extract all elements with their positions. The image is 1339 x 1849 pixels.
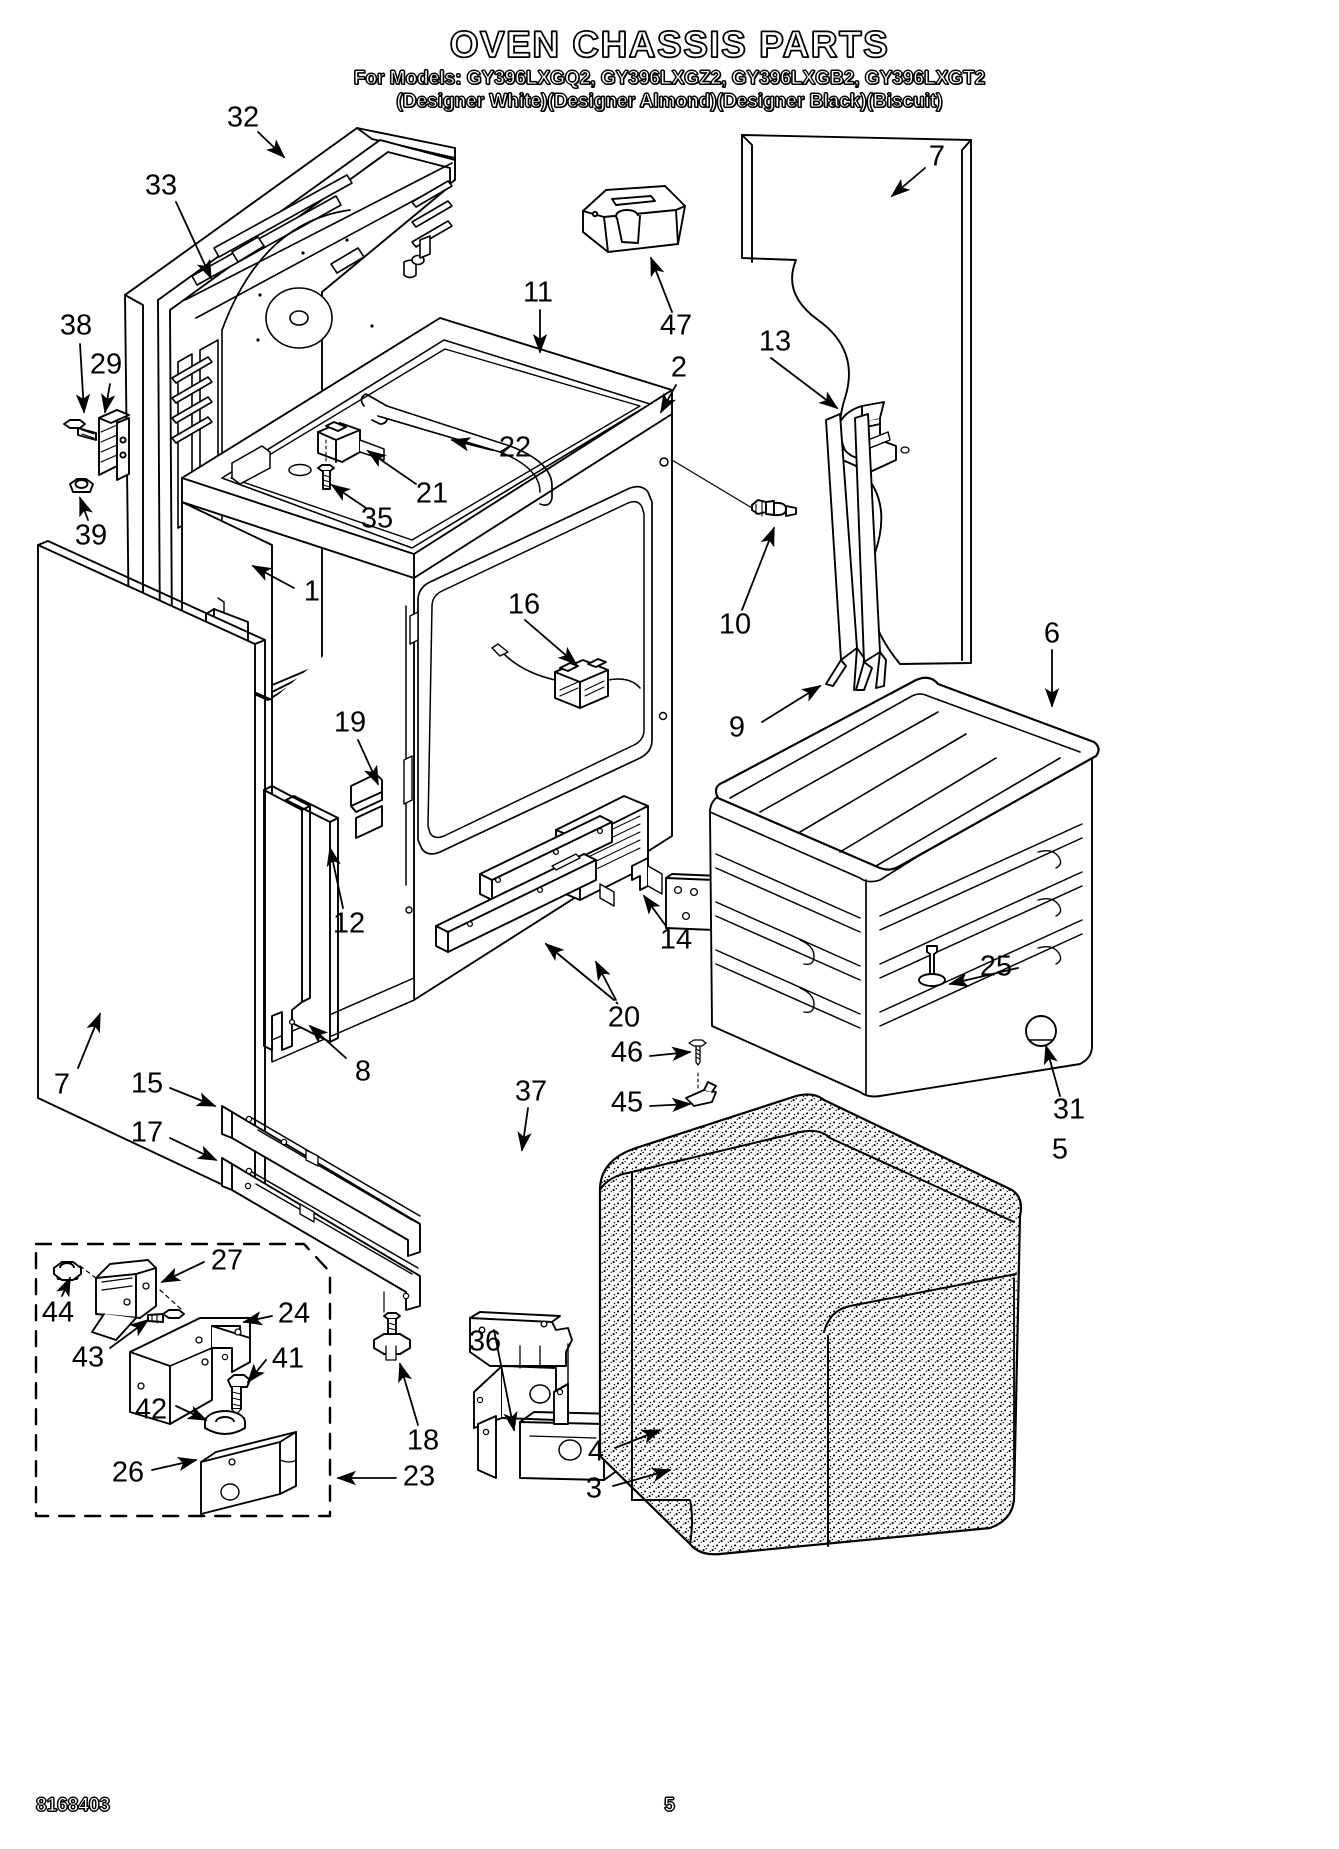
callout-13: 13 xyxy=(758,325,792,358)
callout-29: 29 xyxy=(89,348,123,381)
footer-page-number: 5 xyxy=(664,1795,676,1817)
callout-1: 1 xyxy=(303,575,321,608)
dashed-group-boundary-23 xyxy=(34,1242,332,1518)
part-knob-31 xyxy=(1025,1015,1057,1047)
callout-20: 20 xyxy=(607,1001,641,1034)
part-terminal-block-29 xyxy=(98,409,130,481)
callout-17: 17 xyxy=(130,1116,164,1149)
callout-4: 4 xyxy=(587,1435,605,1468)
callout-2: 2 xyxy=(670,351,688,384)
part-leveling-stud-25 xyxy=(918,945,946,987)
part-screw-41 xyxy=(227,1374,251,1416)
callout-19: 19 xyxy=(333,706,367,739)
callout-14: 14 xyxy=(659,923,693,956)
part-rack-rail-20-lower xyxy=(435,853,597,953)
page-title: OVEN CHASSIS PARTS xyxy=(449,24,890,65)
callout-32: 32 xyxy=(226,101,260,134)
callout-3: 3 xyxy=(585,1472,603,1505)
part-screw-35 xyxy=(317,439,335,490)
part-receptacle-16 xyxy=(491,643,641,709)
callout-42: 42 xyxy=(134,1393,168,1426)
callout-8: 8 xyxy=(354,1055,372,1088)
part-switch-27 xyxy=(79,1259,157,1341)
part-oven-rack-6 xyxy=(714,676,1100,871)
part-junction-box-36 xyxy=(477,1383,619,1481)
part-mounting-plate xyxy=(665,873,721,931)
callout-45: 45 xyxy=(610,1086,644,1119)
callout-35: 35 xyxy=(360,502,394,535)
callout-26: 26 xyxy=(111,1456,145,1489)
part-leveling-leg-18 xyxy=(373,1291,411,1361)
part-screw-46 xyxy=(688,1039,707,1066)
callout-9: 9 xyxy=(728,711,746,744)
callout-15: 15 xyxy=(130,1067,164,1100)
part-nut-44 xyxy=(53,1261,82,1281)
callout-33: 33 xyxy=(144,169,178,202)
callout-39: 39 xyxy=(74,519,108,552)
callout-37: 37 xyxy=(514,1075,548,1108)
callout-47: 47 xyxy=(659,309,693,342)
callout-27: 27 xyxy=(210,1244,244,1277)
callout-43: 43 xyxy=(71,1341,105,1374)
callout-21: 21 xyxy=(415,477,449,510)
part-rear-panel-8 xyxy=(263,785,311,1051)
part-side-panel-7-bottom xyxy=(37,540,266,1201)
part-side-panel-7-top xyxy=(741,134,972,665)
callout-5: 5 xyxy=(1051,1133,1069,1166)
callout-12: 12 xyxy=(332,907,366,940)
footer-part-number: 8168403 xyxy=(36,1795,111,1817)
title-block: OVEN CHASSIS PARTS For Models: GY396LXGQ… xyxy=(0,24,1339,112)
part-washer-42 xyxy=(204,1410,246,1435)
callout-24: 24 xyxy=(277,1297,311,1330)
callout-25: 25 xyxy=(979,950,1013,983)
callout-18: 18 xyxy=(406,1424,440,1457)
part-screw-38 xyxy=(63,419,97,441)
models-subtitle: For Models: GY396LXGQ2, GY396LXGZ2, GY39… xyxy=(353,67,986,89)
callout-22: 22 xyxy=(498,431,532,464)
callout-11: 11 xyxy=(522,276,554,309)
callout-6: 6 xyxy=(1043,617,1061,650)
callout-7-top: 7 xyxy=(928,140,946,173)
part-bracket-37 xyxy=(469,1311,573,1429)
part-drawer-slide-17 xyxy=(221,1157,421,1311)
part-latch-rod-22 xyxy=(360,393,553,506)
part-bracket-24 xyxy=(129,1317,251,1425)
part-oven-chassis-11 xyxy=(181,317,673,1063)
part-housing-26 xyxy=(200,1431,297,1515)
callout-46: 46 xyxy=(610,1036,644,1069)
part-rack-rail-20-upper xyxy=(479,815,613,901)
colors-subtitle: (Designer White)(Designer Almond)(Design… xyxy=(396,90,943,112)
callout-10: 10 xyxy=(718,608,752,641)
part-clip-45 xyxy=(685,1072,717,1107)
callout-41: 41 xyxy=(271,1342,305,1375)
callout-38: 38 xyxy=(59,309,93,342)
part-drawer-slide-15 xyxy=(221,1105,421,1257)
part-rack-guide-9 xyxy=(825,413,887,691)
callout-23: 23 xyxy=(402,1460,436,1493)
callout-31: 31 xyxy=(1052,1093,1086,1126)
callout-36: 36 xyxy=(468,1325,502,1358)
part-vent-trim-47 xyxy=(582,185,686,253)
part-insulation-blanket-3 xyxy=(598,1093,1023,1556)
callout-7-bottom: 7 xyxy=(53,1068,71,1101)
part-nut-39 xyxy=(69,478,94,493)
callout-44: 44 xyxy=(41,1296,75,1329)
part-sensor-10 xyxy=(671,459,797,517)
callout-16: 16 xyxy=(507,588,541,621)
